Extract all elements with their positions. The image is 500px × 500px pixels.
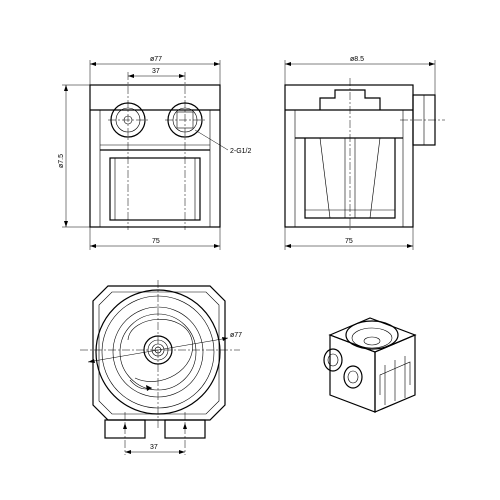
top-view: ø77 37 [80, 280, 242, 455]
dim-top-port-spacing: 37 [150, 444, 158, 451]
isometric-view [323, 317, 417, 413]
dim-arrow [222, 337, 228, 341]
dim-front-port-spacing: 37 [152, 68, 160, 75]
dim-arrow [179, 450, 185, 454]
front-lower-cavity [109, 157, 201, 221]
dim-front-bottom-width: 75 [152, 238, 160, 245]
side-taper-4 [369, 137, 381, 219]
dim-arrow [179, 74, 185, 78]
top-flow-arrowhead [146, 385, 152, 391]
iso-left-face [329, 334, 376, 413]
side-body-outline [284, 84, 414, 228]
dim-side-top-width: ø8.5 [350, 56, 364, 63]
dim-arrow [128, 74, 134, 78]
iso-port-1-outer [323, 348, 343, 372]
top-spiral [127, 319, 193, 382]
dim-arrow [90, 62, 96, 66]
front-view: 2-G1/2 ø77 37 ø7.5 75 [58, 56, 252, 250]
iso-top-cylinder-inner [351, 327, 393, 349]
dim-side-bottom-width: 75 [345, 238, 353, 245]
iso-top-face [328, 317, 417, 353]
dim-arrow [125, 450, 131, 454]
dim-arrow [88, 359, 95, 363]
iso-port-2-outer [343, 365, 363, 389]
top-body-inner-outline [98, 291, 220, 415]
iso-port-2-inner [347, 370, 359, 384]
port-arrow-left [123, 423, 127, 429]
port-callout-leader [194, 129, 229, 151]
side-taper-1 [319, 137, 331, 219]
top-diameter-line [87, 337, 229, 363]
iso-port-1-inner [327, 353, 339, 367]
iso-cavity-edge [379, 361, 411, 395]
dim-arrow [407, 244, 413, 248]
side-view: ø8.5 75 [284, 56, 445, 250]
dim-arrow [285, 62, 291, 66]
dim-arrow [90, 244, 96, 248]
dim-front-top-width: ø77 [150, 56, 162, 63]
dim-front-height: ø7.5 [58, 154, 65, 168]
dim-arrow [214, 244, 220, 248]
port-callout-text: 2-G1/2 [230, 148, 252, 155]
dim-top-diameter: ø77 [230, 332, 242, 339]
top-body-outline [92, 285, 226, 421]
front-body-outline [89, 84, 221, 228]
iso-top-hub [363, 336, 381, 346]
iso-right-face [374, 334, 416, 413]
dim-arrow [429, 62, 435, 66]
dim-arrow [64, 221, 68, 227]
iso-top-cylinder-rim [345, 320, 399, 350]
dim-arrow [214, 62, 220, 66]
port-arrow-right [183, 423, 187, 429]
dim-arrow [64, 85, 68, 91]
dim-arrow [285, 244, 291, 248]
